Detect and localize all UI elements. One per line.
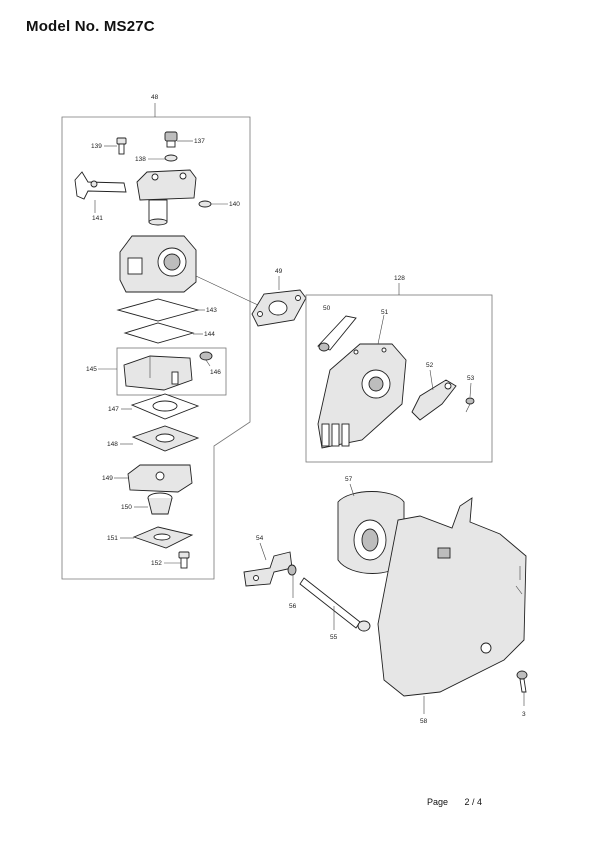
washer-146-part [199, 351, 213, 361]
lever-52-part [411, 379, 457, 421]
cover-151-part [132, 526, 194, 549]
callout-143: 143 [206, 307, 217, 314]
callout-48: 48 [151, 94, 159, 101]
callout-151: 151 [107, 535, 118, 542]
callout-53: 53 [467, 375, 475, 382]
callout-137: 137 [194, 138, 205, 145]
callout-141: 141 [92, 215, 103, 222]
callout-147: 147 [108, 406, 119, 413]
callout-3: 3 [522, 711, 526, 718]
screw-53-part [465, 397, 475, 413]
pump-body-149-part [127, 464, 193, 493]
callout-146: 146 [210, 369, 221, 376]
carburetor-assembly-frame [61, 116, 251, 580]
callout-55: 55 [330, 634, 338, 641]
callout-144: 144 [204, 331, 215, 338]
callout-54: 54 [256, 535, 264, 542]
callout-150: 150 [121, 504, 132, 511]
callout-56: 56 [289, 603, 297, 610]
air-filter-57-part [337, 491, 405, 574]
clip-140-part [198, 200, 212, 208]
air-cleaner-base-51-part [317, 343, 407, 449]
page-footer: Page 2 / 4 [427, 797, 482, 807]
pump-assembly-frame [116, 347, 227, 396]
gasket-147-part [130, 393, 200, 420]
callout-149: 149 [102, 475, 113, 482]
callout-58: 58 [420, 718, 428, 725]
washer-138-part [164, 154, 178, 162]
page-label: Page [427, 797, 449, 807]
callout-152: 152 [151, 560, 162, 567]
screw-152-part [178, 551, 190, 569]
screw-139-part [116, 137, 127, 155]
callout-49: 49 [275, 268, 283, 275]
callout-138: 138 [135, 156, 146, 163]
cap-137-part [164, 131, 178, 148]
callout-145: 145 [86, 366, 97, 373]
diaphragm-144-part [123, 322, 195, 344]
choke-lever-50-part [317, 315, 357, 352]
carburetor-main-body [119, 235, 197, 293]
bracket-54-part [243, 551, 293, 587]
page-title: Model No. MS27C [26, 18, 155, 35]
callout-140: 140 [229, 201, 240, 208]
callout-148: 148 [107, 441, 118, 448]
air-cleaner-cover-58-part [377, 497, 527, 697]
page-number: 2 / 4 [464, 797, 483, 807]
washer-56-part [287, 564, 297, 576]
gasket-143-part [116, 298, 200, 322]
callout-52: 52 [426, 362, 434, 369]
pump-cover-145-part [123, 355, 193, 391]
diaphragm-148-part [131, 425, 200, 452]
cup-150-part [147, 492, 173, 515]
callout-57: 57 [345, 476, 353, 483]
screw-3-part [516, 670, 528, 693]
callout-50: 50 [323, 305, 331, 312]
bolt-55-part [299, 577, 371, 632]
callout-128: 128 [394, 275, 405, 282]
callout-51: 51 [381, 309, 389, 316]
carburetor-top-body [136, 169, 197, 226]
lever-141-part [74, 171, 127, 200]
insulator-49-part [251, 289, 307, 327]
callout-139: 139 [91, 143, 102, 150]
